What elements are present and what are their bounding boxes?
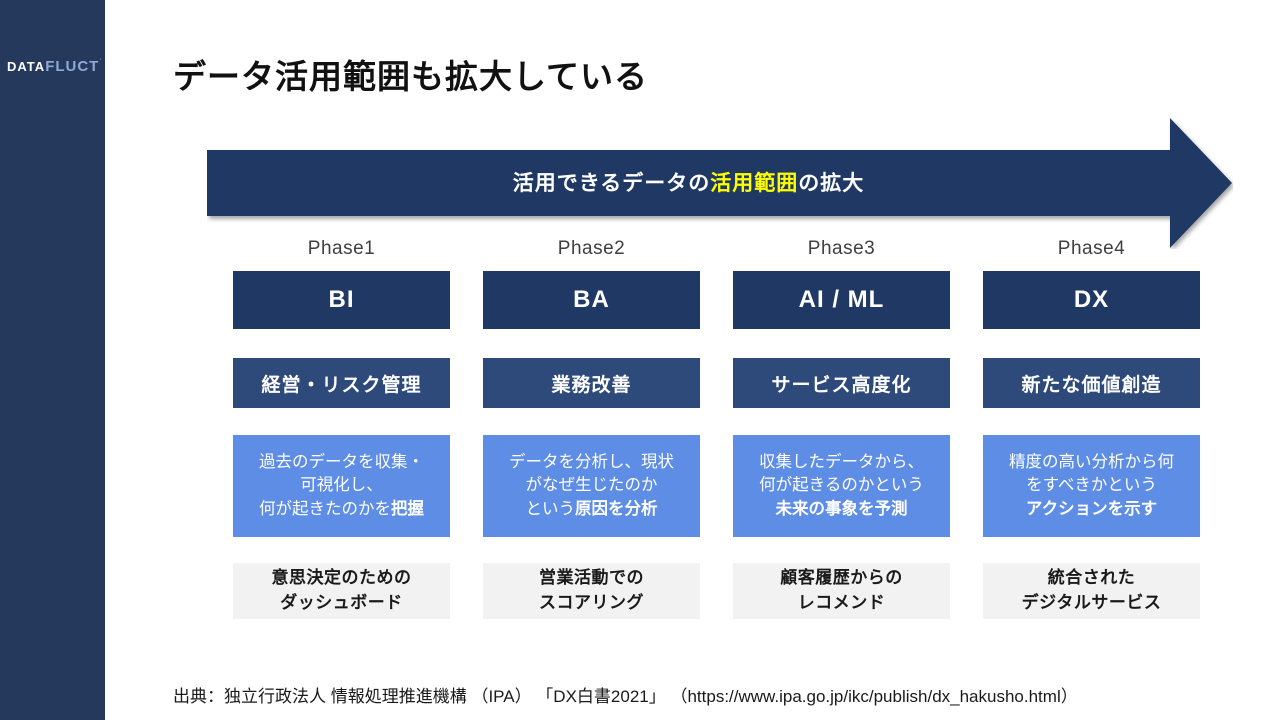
header-box-ba: BA	[483, 271, 700, 329]
expansion-arrow	[207, 118, 1233, 249]
description-box: 収集したデータから、 何が起きるのかという 未来の事象を予測	[733, 435, 950, 537]
example-line-1: 営業活動での	[539, 568, 644, 588]
desc-line-2: 可視化し、	[300, 476, 383, 495]
example-line-2: ダッシュボード	[280, 593, 403, 612]
source-citation: 出典：独立行政法人 情報処理推進機構 （IPA） 「DX白書2021」 （htt…	[173, 687, 1078, 706]
logo-tick-mark: ˙	[99, 58, 103, 69]
desc-line-1: 過去のデータを収集・	[259, 452, 424, 471]
desc-line-3: 未来の事象を予測	[775, 499, 908, 518]
phase-column-4: Phase4 DX 新たな価値創造 精度の高い分析から何 をすべきかという アク…	[983, 238, 1200, 619]
phase-grid: Phase1 BI 経営・リスク管理 過去のデータを収集・ 可視化し、 何が起き…	[233, 238, 1200, 619]
banner-text: 活用できるデータの活用範囲の拡大	[207, 150, 1170, 214]
example-line-2: デジタルサービス	[1021, 593, 1162, 612]
phase-column-2: Phase2 BA 業務改善 データを分析し、現状 がなぜ生じたのか という原因…	[483, 238, 700, 619]
category-box: サービス高度化	[733, 358, 950, 408]
header-box-dx: DX	[983, 271, 1200, 329]
sidebar: DATAFLUCT˙	[0, 0, 105, 720]
description-box: データを分析し、現状 がなぜ生じたのか という原因を分析	[483, 435, 700, 537]
arrow-shape-icon	[207, 118, 1232, 248]
description-box: 過去のデータを収集・ 可視化し、 何が起きたのかを把握	[233, 435, 450, 537]
header-box-bi: BI	[233, 271, 450, 329]
desc-line-1: 精度の高い分析から何	[1009, 452, 1174, 471]
desc-line-1: 収集したデータから、	[759, 452, 924, 471]
example-box: 顧客履歴からの レコメンド	[733, 563, 950, 619]
phase-label: Phase3	[807, 238, 876, 259]
example-box: 営業活動での スコアリング	[483, 563, 700, 619]
page-title: データ活用範囲も拡大している	[173, 58, 649, 95]
example-line-1: 顧客履歴からの	[780, 568, 903, 588]
logo-text-fluct: FLUCT	[45, 58, 100, 75]
example-line-2: レコメンド	[797, 593, 886, 612]
example-line-2: スコアリング	[539, 593, 644, 612]
category-box: 経営・リスク管理	[233, 358, 450, 408]
category-box: 新たな価値創造	[983, 358, 1200, 408]
example-line-1: 意思決定のための	[271, 568, 412, 588]
phase-label: Phase2	[557, 238, 626, 259]
phase-label: Phase1	[307, 238, 376, 259]
banner-highlight: 活用範囲	[710, 172, 799, 195]
example-box: 統合された デジタルサービス	[983, 563, 1200, 619]
logo-text-data: DATA	[7, 59, 46, 74]
desc-line-3: アクションを示す	[1025, 499, 1158, 518]
desc-line-2: 何が起きるのかという	[759, 476, 924, 495]
desc-line-1: データを分析し、現状	[509, 452, 674, 471]
example-line-1: 統合された	[1047, 568, 1136, 588]
desc-line-2: がなぜ生じたのか	[525, 476, 658, 495]
datafluct-logo: DATAFLUCT˙	[7, 58, 103, 76]
phase-column-3: Phase3 AI / ML サービス高度化 収集したデータから、 何が起きるの…	[733, 238, 950, 619]
desc-line-2: をすべきかという	[1026, 476, 1157, 495]
example-box: 意思決定のための ダッシュボード	[233, 563, 450, 619]
description-box: 精度の高い分析から何 をすべきかという アクションを示す	[983, 435, 1200, 537]
banner-pre: 活用できるデータの	[512, 172, 711, 195]
desc-line-3: という原因を分析	[525, 499, 658, 518]
phase-column-1: Phase1 BI 経営・リスク管理 過去のデータを収集・ 可視化し、 何が起き…	[233, 238, 450, 619]
category-box: 業務改善	[483, 358, 700, 408]
banner-post: の拡大	[798, 172, 865, 195]
phase-label: Phase4	[1057, 238, 1126, 259]
desc-line-3: 何が起きたのかを把握	[259, 499, 424, 518]
header-box-ai-ml: AI / ML	[733, 271, 950, 329]
